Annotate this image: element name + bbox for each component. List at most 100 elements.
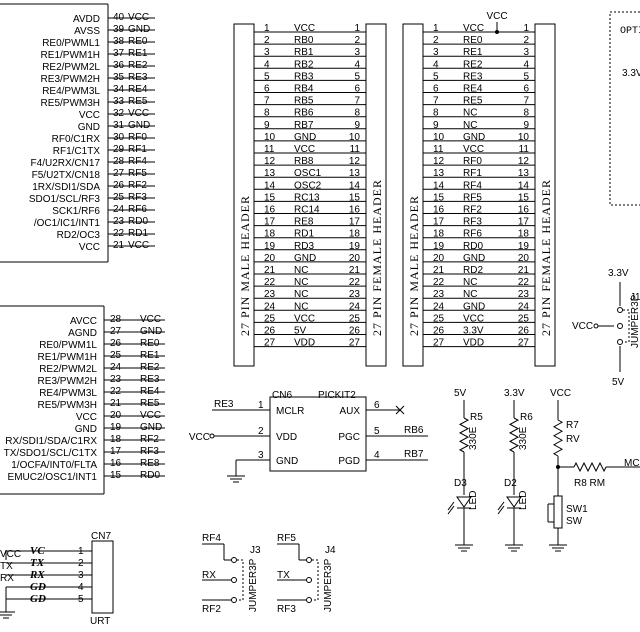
header-pin-left-number: 21 <box>433 265 445 276</box>
header-net-label: VDD <box>463 338 484 349</box>
uart-signal-label: RX <box>29 569 45 581</box>
resistor-value: 330E <box>468 426 479 450</box>
pickit2-pin-name: PGD <box>338 456 360 467</box>
ic1-net-label: RE3 <box>128 72 148 83</box>
pickit2-pin-name: GND <box>276 456 298 467</box>
header-pin-right-number: 21 <box>349 265 361 276</box>
resistor-R7 <box>552 419 564 457</box>
header-net-label: NC <box>463 289 477 300</box>
header-net-label: RF3 <box>463 217 482 228</box>
header-net-label: OSC2 <box>294 180 322 191</box>
jumper-type: JUMPER3P <box>323 558 334 612</box>
ic2-pin-name: RE5/PWM3H <box>38 400 97 411</box>
reset-supply-label: VCC <box>550 388 571 399</box>
header-pin-left-number: 5 <box>433 71 439 82</box>
header-net-label: VDD <box>294 338 315 349</box>
header-pin-left-number: 17 <box>433 217 445 228</box>
header-net-label: RC13 <box>294 192 320 203</box>
ic1-pin-number: 35 <box>113 72 125 83</box>
header-pin-right-number: 11 <box>519 144 530 155</box>
ic2-pin-number: 18 <box>110 434 122 445</box>
pickit2-net-label: RE3 <box>214 399 234 410</box>
header-pin-right-number: 23 <box>349 289 361 300</box>
ic2-pin-number: 26 <box>110 338 122 349</box>
header-pin-right-number: 16 <box>349 205 361 216</box>
ic1-net-label: RD0 <box>128 216 148 227</box>
ic1-net-label: RE0 <box>128 36 148 47</box>
header-net-label: RB8 <box>294 156 314 167</box>
ic1-pin-name: RE4/PWM3L <box>42 86 100 97</box>
header-pin-right-number: 5 <box>354 71 360 82</box>
ic2-net-label: RE4 <box>140 386 160 397</box>
ic2-pin-number: 21 <box>110 398 122 409</box>
header-pin-left-number: 4 <box>264 59 270 70</box>
ic2-pin-name: RE1/PWM1H <box>38 352 97 363</box>
ic1-pin-name: RF0/C1RX <box>52 134 101 145</box>
header-pin-left-number: 23 <box>264 289 276 300</box>
ic2-pin-name: RE0/PWM1L <box>39 340 97 351</box>
header-net-label: GND <box>463 253 485 264</box>
ic1-pin-number: 28 <box>113 156 125 167</box>
ic1-net-label: GND <box>128 120 150 131</box>
header-net-label: NC <box>463 108 477 119</box>
ic1-net-label: RE2 <box>128 60 148 71</box>
ic1-pin-name: RD2/OC3 <box>57 230 101 241</box>
header-pin-right-number: 3 <box>523 47 529 58</box>
header-pin-left-number: 13 <box>433 168 445 179</box>
female-header-label: 27 PIN FEMALE HEADER <box>539 179 553 336</box>
header-pin-left-number: 1 <box>264 23 270 34</box>
header-pin-left-number: 11 <box>433 144 444 155</box>
header-pin-left-number: 20 <box>433 253 445 264</box>
ic2-pin-name: RX/SDI1/SDA/C1RX <box>5 436 97 447</box>
ic2-net-label: RE0 <box>140 338 160 349</box>
header-pin-left-number: 24 <box>264 301 276 312</box>
header-pin-left-number: 18 <box>433 229 445 240</box>
header-pin-left-number: 27 <box>433 338 445 349</box>
header-pin-right-number: 5 <box>523 71 529 82</box>
pickit2-pin-name: PGC <box>338 432 360 443</box>
header-pin-left-number: 4 <box>433 59 439 70</box>
ic1-pin-number: 21 <box>113 240 125 251</box>
jumper-type: JUMPER3P <box>248 558 259 612</box>
ic2-pin-number: 28 <box>110 314 122 325</box>
jumper-pins-icon <box>231 557 244 603</box>
male-header-label: 27 PIN MALE HEADER <box>238 195 252 336</box>
j1-top-net: 3.3V <box>608 268 629 279</box>
header-net-label: NC <box>463 277 477 288</box>
ic1-net-label: RF0 <box>128 132 147 143</box>
pickit2-net-label: RB7 <box>404 449 424 460</box>
header-net-label: RE3 <box>463 71 483 82</box>
header-pin-left-number: 26 <box>433 326 445 337</box>
header-pin-left-number: 8 <box>433 108 439 119</box>
header-net-label: RC14 <box>294 205 320 216</box>
header-pin-left-number: 22 <box>264 277 276 288</box>
header-net-label: RE2 <box>463 59 483 70</box>
